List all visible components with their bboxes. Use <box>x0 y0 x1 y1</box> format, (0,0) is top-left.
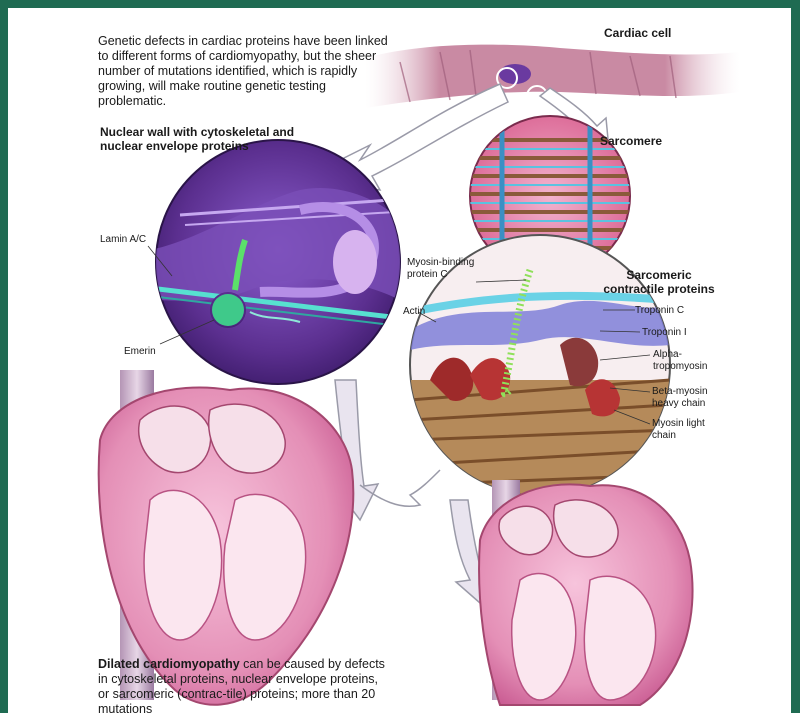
label-actin: Actin <box>403 306 425 318</box>
frame-border-left <box>0 0 8 713</box>
label-troponin-i: Troponin I <box>642 327 687 339</box>
label-myosin-binding: Myosin-binding protein C <box>407 257 489 281</box>
label-lamin: Lamin A/C <box>100 234 146 246</box>
heart-cross-section-left <box>99 370 354 705</box>
label-alpha-tropomyosin: Alpha-tropomyosin <box>653 349 713 373</box>
label-beta-myosin: Beta-myosin heavy chain <box>652 386 718 410</box>
label-cardiac-cell: Cardiac cell <box>604 26 671 40</box>
label-myosin-light: Myosin light chain <box>652 418 722 442</box>
heart-cross-section-right <box>479 480 692 705</box>
label-emerin: Emerin <box>124 346 156 358</box>
label-sarcomere: Sarcomere <box>600 134 662 148</box>
frame-border-right <box>791 0 800 713</box>
label-sarcomeric-title: Sarcomeric contractile proteins <box>598 268 720 296</box>
caption-text: Dilated cardiomyopathy can be caused by … <box>98 657 388 713</box>
intro-text: Genetic defects in cardiac proteins have… <box>98 34 388 109</box>
label-troponin-c: Troponin C <box>635 305 684 317</box>
caption-bold: Dilated cardiomyopathy <box>98 657 240 671</box>
nuclear-wall-illustration <box>148 140 400 384</box>
frame-border-top <box>0 0 800 8</box>
label-nuclear-wall: Nuclear wall with cytoskeletal and nucle… <box>100 125 295 153</box>
